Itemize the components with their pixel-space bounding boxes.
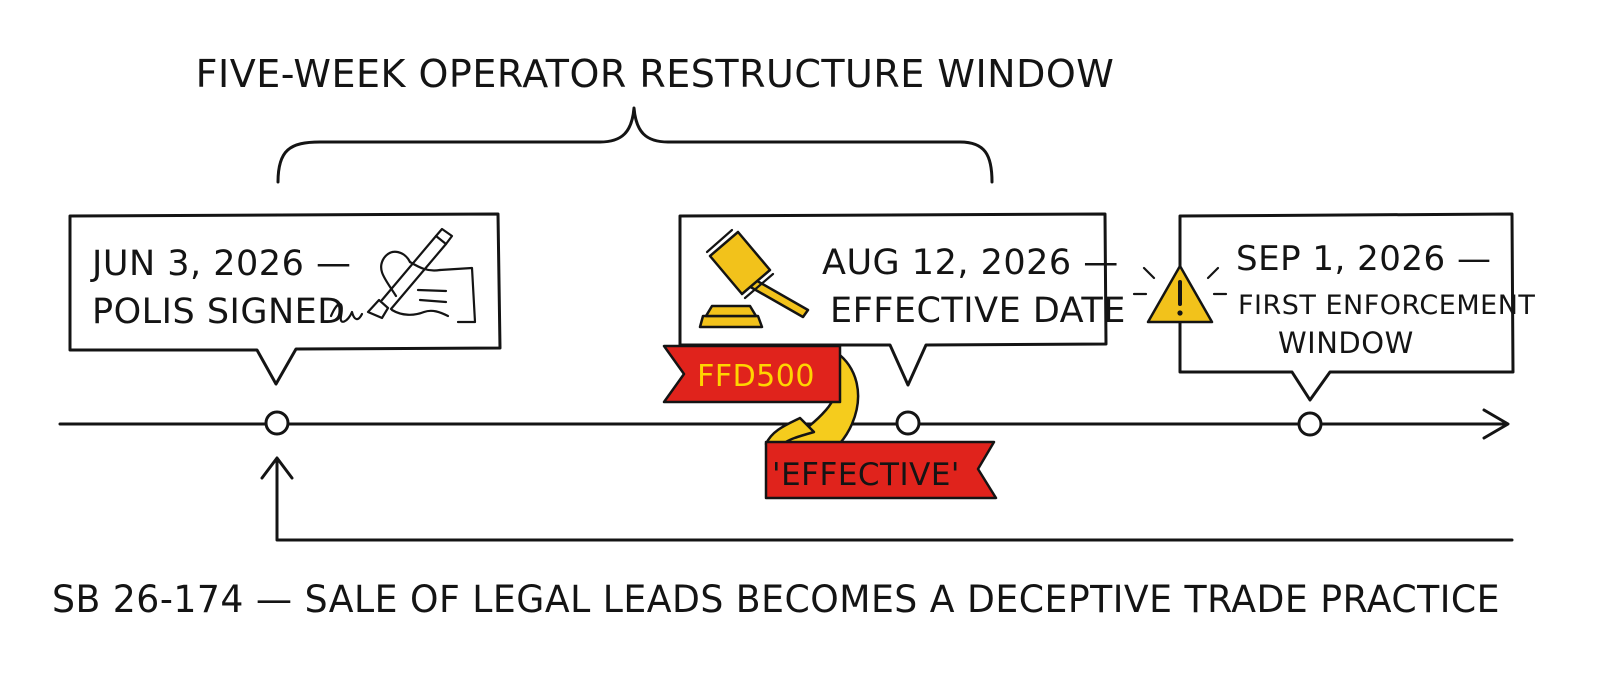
callout-jun-3: JUN 3, 2026 — POLIS SIGNED [68,212,502,386]
signature-icon [329,227,477,324]
warning-icon [1132,264,1228,324]
event-3-date: SEP 1, 2026 — [1236,239,1491,279]
return-line [275,460,1514,542]
timeline-node-aug-12 [895,410,921,436]
callout-sep-1: SEP 1, 2026 — FIRST ENFORCEMENT WINDOW [1132,212,1535,402]
event-3-label-line2: WINDOW [1278,326,1414,360]
event-3-label: FIRST ENFORCEMENT [1238,290,1535,321]
timeline-node-sep-1 [1297,411,1323,437]
event-2-label: EFFECTIVE DATE [830,291,1126,331]
window-label: FIVE-WEEK OPERATOR RESTRUCTURE WINDOW [196,52,1115,96]
event-1-label: POLIS SIGNED [92,292,345,332]
window-brace [276,106,994,184]
ribbon-bottom-label: 'EFFECTIVE' [772,457,960,493]
callout-aug-12: AUG 12, 2026 — EFFECTIVE DATE [678,212,1126,387]
event-2-date: AUG 12, 2026 — [822,243,1119,283]
bill-caption: SB 26-174 — SALE OF LEGAL LEADS BECOMES … [52,577,1500,621]
event-1-date: JUN 3, 2026 — [90,244,351,284]
ribbon-top-label: FFD500 [697,359,815,394]
timeline-node-jun-3 [264,410,290,436]
effective-ribbon: FFD500 'EFFECTIVE' [662,344,998,500]
gavel-icon [698,228,810,329]
timeline-arrowhead [1482,408,1510,440]
return-arrowhead [260,456,294,480]
